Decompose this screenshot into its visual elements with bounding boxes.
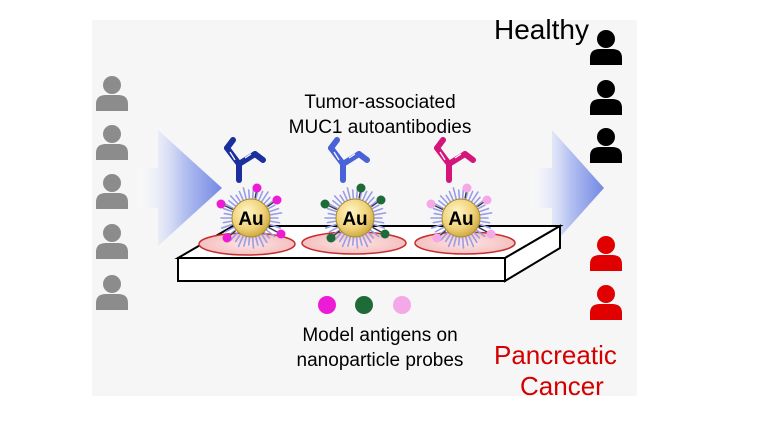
person-icon (590, 30, 622, 65)
antigen-dot-icon (326, 233, 336, 243)
antigen-dot-icon (272, 195, 282, 205)
antigen-dot-icon (432, 233, 442, 243)
au-label: Au (448, 209, 473, 230)
antigen-dot-icon (380, 229, 390, 239)
antigen-dot-icon (252, 183, 262, 193)
person-icon (590, 128, 622, 163)
gold-core-icon (441, 198, 481, 238)
person-icon (96, 125, 128, 160)
antigen-dot-icon (320, 199, 330, 209)
person-icon (96, 76, 128, 111)
person-icon (96, 174, 128, 209)
antigen-dot-icon (482, 195, 492, 205)
ligand-shell (430, 187, 493, 249)
antigen-dot-icon (393, 296, 411, 314)
antigen-label-line-2: nanoparticle probes (296, 350, 464, 371)
healthy-label: Healthy (494, 14, 589, 45)
antigen-label-line-1: Model antigens on (302, 325, 458, 346)
gold-nanoparticle-probe: Au (320, 137, 390, 249)
gold-nanoparticle-probe: Au (426, 137, 496, 249)
antigen-dot-icon (355, 296, 373, 314)
gold-nanoparticle-probe: Au (216, 137, 286, 249)
antigen-dot-icon (376, 195, 386, 205)
right-arrow-icon (530, 130, 604, 246)
antigen-dot-icon (276, 229, 286, 239)
person-icon (96, 224, 128, 259)
person-icon (590, 285, 622, 320)
person-icon (590, 80, 622, 115)
au-label: Au (238, 209, 263, 230)
antigen-dot-icon (356, 183, 366, 193)
antibody-icon (224, 137, 266, 183)
antigen-dot-icon (426, 199, 436, 209)
antibody-label-line-1: Tumor-associated (304, 92, 456, 113)
antibody-label-line-2: MUC1 autoantibodies (288, 117, 472, 138)
gold-core-icon (335, 198, 375, 238)
antigen-dot-icon (222, 233, 232, 243)
gold-core-icon (231, 198, 271, 238)
antibody-icon (328, 137, 370, 183)
pancreatic-label: Pancreatic (494, 340, 617, 370)
antigen-dot-icon (216, 199, 226, 209)
left-arrow-icon (138, 130, 222, 246)
antigen-dot-icon (486, 229, 496, 239)
antibody-icon (434, 137, 476, 183)
person-icon (590, 236, 622, 271)
cancer-label: Cancer (520, 371, 604, 401)
antigen-dot-icon (462, 183, 472, 193)
au-label: Au (342, 209, 367, 230)
antigen-dot-icon (318, 296, 336, 314)
person-icon (96, 275, 128, 310)
